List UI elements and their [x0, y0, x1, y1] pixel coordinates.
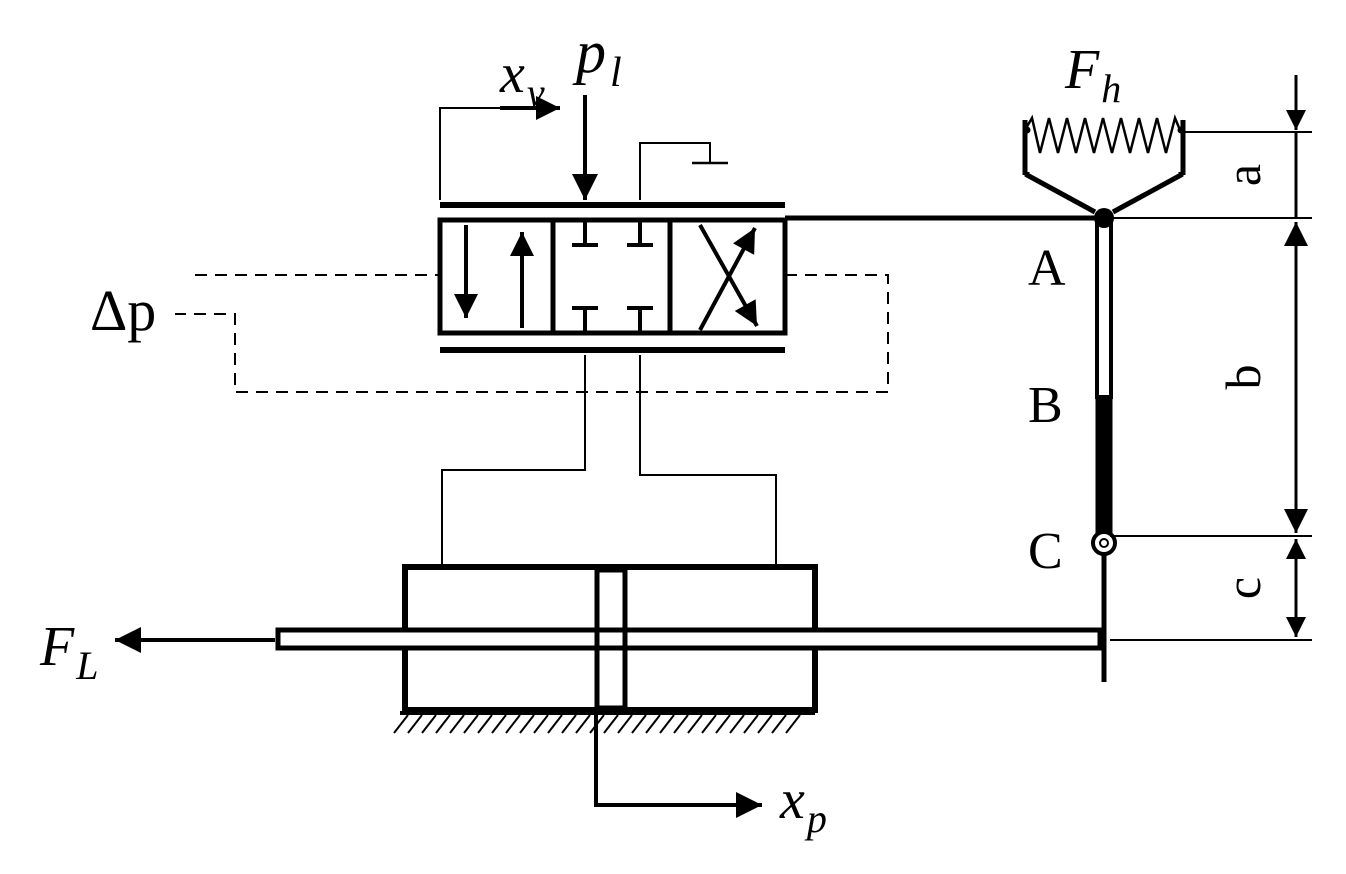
ground-hatch-mark [603, 714, 619, 734]
valve-to-cylinder-left [441, 355, 586, 565]
ground-hatch-mark [421, 714, 437, 734]
ground-hatch-mark [463, 714, 479, 734]
pivot-a [1094, 208, 1114, 228]
ground-hatch-mark [673, 714, 689, 734]
servo-valve [437, 202, 788, 353]
handle-spring [1022, 114, 1186, 215]
valve-body [437, 217, 788, 336]
label-a: A [1028, 240, 1066, 297]
ground-hatch-mark [477, 714, 493, 734]
delta-p-dashed-lines [175, 274, 889, 393]
ground-hatch-mark [659, 714, 675, 734]
ground-hatch-mark [505, 714, 521, 734]
label-xv: xv [499, 43, 545, 115]
ground-hatch-mark [519, 714, 535, 734]
hydraulic-cylinder [275, 564, 1103, 715]
ground-hatch-mark [407, 714, 423, 734]
label-fl: FL [39, 616, 98, 688]
ground-hatch-mark [687, 714, 703, 734]
ground-hatch-mark [533, 714, 549, 734]
ground-hatch-mark [757, 714, 773, 734]
dim-label-a: a [1215, 164, 1271, 186]
piston-rod [275, 627, 1103, 651]
ground-hatch-mark [771, 714, 787, 734]
valve-to-cylinder-right [639, 355, 777, 565]
lever-rod-upper [1095, 220, 1113, 399]
ground-hatch-mark [743, 714, 759, 734]
ground-hatch-mark [701, 714, 717, 734]
label-xp: xp [779, 769, 827, 841]
label-b: B [1028, 377, 1063, 434]
valve-right-cross-2 [698, 227, 757, 331]
ground-hatch-mark [449, 714, 465, 734]
ground-hatch-mark [729, 714, 745, 734]
xp-line [594, 715, 700, 807]
spool-feedback-line [439, 107, 500, 200]
ground-hatch-mark [393, 714, 409, 734]
label-delta-p: Δp [90, 278, 156, 343]
return-line [639, 142, 711, 200]
dimension-lines [1110, 75, 1312, 641]
dim-label-c: c [1215, 577, 1271, 599]
ground-hatch [393, 714, 801, 734]
label-pl: pl [572, 19, 622, 96]
ground-hatch-mark [547, 714, 563, 734]
label-c: C [1028, 523, 1063, 580]
lever-rod-lower [1095, 395, 1113, 539]
ground-hatch-mark [435, 714, 451, 734]
ground-hatch-mark [617, 714, 633, 734]
ground-hatch-mark [715, 714, 731, 734]
ground-hatch-mark [631, 714, 647, 734]
dim-label-b: b [1215, 365, 1271, 390]
ground-hatch-mark [645, 714, 661, 734]
ground-hatch-mark [561, 714, 577, 734]
label-fh: Fh [1064, 39, 1121, 111]
ground-hatch-mark [491, 714, 507, 734]
ground-hatch-mark [785, 714, 801, 734]
ground-hatch-mark [575, 714, 591, 734]
spring-zigzag [1023, 114, 1182, 154]
